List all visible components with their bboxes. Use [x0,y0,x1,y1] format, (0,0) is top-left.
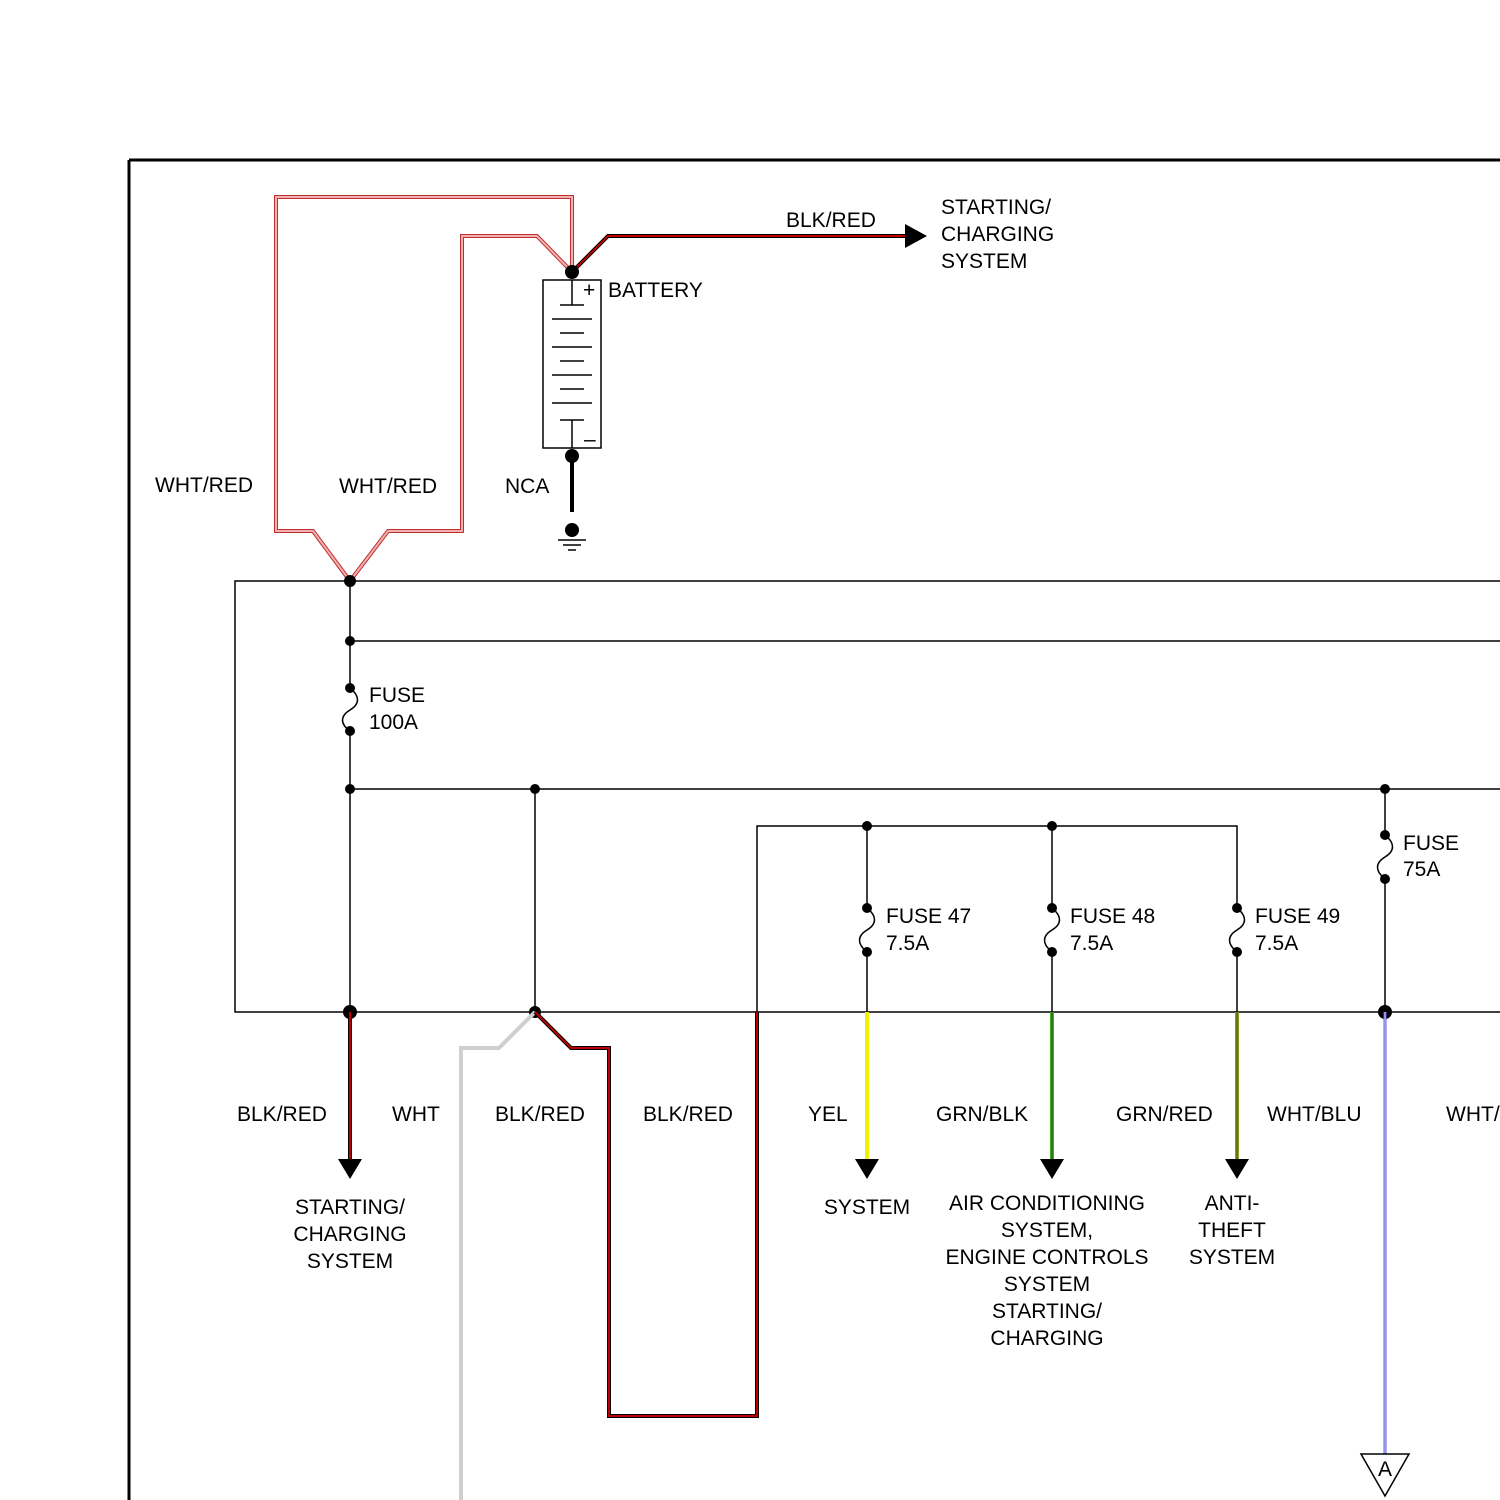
fuse-48-symbol [1045,903,1060,1012]
wire-label-wht: WHT [392,1103,440,1126]
wht-red-wire-inner [350,236,572,581]
svg-text:CHARGING: CHARGING [941,223,1054,246]
wire-label-blk-red-2: BLK/RED [495,1103,585,1126]
top-destination: STARTING/ CHARGING SYSTEM [941,196,1054,273]
battery-minus: – [584,428,596,451]
ground-icon [558,456,586,550]
fuse-100a-rating: 100A [369,711,418,734]
wht-wire [461,1012,535,1500]
fuse-100a-name: FUSE [369,684,425,707]
grn-red-wire [1225,1012,1249,1179]
svg-text:SYSTEM: SYSTEM [307,1250,393,1273]
wht-red-wire-outer [276,197,572,581]
wire-label-grn-blk: GRN/BLK [936,1103,1028,1126]
fuse-48-name: FUSE 48 [1070,905,1155,928]
svg-text:STARTING/: STARTING/ [295,1196,405,1219]
svg-text:ANTI-: ANTI- [1205,1192,1260,1215]
fuse-75a-rating: 75A [1403,858,1440,881]
arrow-down-icon [1225,1159,1249,1179]
connector-label: A [1378,1458,1392,1481]
destination-starting-charging: STARTING/ CHARGING SYSTEM [293,1196,406,1273]
blk-red-top-label: BLK/RED [786,209,876,232]
arrow-right-icon [905,224,927,248]
destination-system: SYSTEM [824,1196,910,1219]
fuse-49-symbol [1230,903,1245,1012]
arrow-down-icon [338,1159,362,1179]
wht-red-right-label: WHT/RED [339,475,437,498]
svg-text:AIR CONDITIONING: AIR CONDITIONING [949,1192,1145,1215]
svg-text:SYSTEM: SYSTEM [941,250,1027,273]
yel-wire [855,1012,879,1179]
arrow-down-icon [855,1159,879,1179]
fuse-47-rating: 7.5A [886,932,929,955]
arrow-down-icon [1040,1159,1064,1179]
fuse-75a-name: FUSE [1403,832,1459,855]
blk-red-wire-2 [535,1012,757,1416]
fuse-75a-symbol [1378,830,1393,1012]
wire-label-blk-red-1: BLK/RED [237,1103,327,1126]
svg-text:CHARGING: CHARGING [293,1223,406,1246]
nca-label: NCA [505,475,549,498]
svg-text:SYSTEM,: SYSTEM, [1001,1219,1093,1242]
fuse-49-name: FUSE 49 [1255,905,1340,928]
wire-label-blk-red-3: BLK/RED [643,1103,733,1126]
svg-text:THEFT: THEFT [1198,1219,1266,1242]
svg-text:SYSTEM: SYSTEM [824,1196,910,1219]
fuse-48-rating: 7.5A [1070,932,1113,955]
wire-label-yel: YEL [808,1103,848,1126]
svg-text:CHARGING: CHARGING [990,1327,1103,1350]
destination-air-conditioning: AIR CONDITIONING SYSTEM, ENGINE CONTROLS… [945,1192,1148,1350]
fuse-47-symbol [860,903,875,1012]
battery-label: BATTERY [608,279,703,302]
battery-plus: + [583,279,595,302]
svg-text:SYSTEM: SYSTEM [1189,1246,1275,1269]
fuse-49-rating: 7.5A [1255,932,1298,955]
wht-red-left-label: WHT/RED [155,474,253,497]
wire-label-wht-blu: WHT/BLU [1267,1103,1362,1126]
svg-text:STARTING/: STARTING/ [992,1300,1102,1323]
svg-text:STARTING/: STARTING/ [941,196,1051,219]
outer-frame [129,160,1500,1500]
fuse-100a-symbol [343,688,358,731]
grn-blk-wire [1040,1012,1064,1179]
svg-text:ENGINE CONTROLS: ENGINE CONTROLS [945,1246,1148,1269]
fuse-47-name: FUSE 47 [886,905,971,928]
blk-red-wire-1 [338,1012,362,1179]
svg-text:SYSTEM: SYSTEM [1004,1273,1090,1296]
destination-anti-theft: ANTI- THEFT SYSTEM [1189,1192,1275,1269]
wire-label-wht-cut: WHT/ [1446,1103,1500,1126]
wire-label-grn-red: GRN/RED [1116,1103,1213,1126]
